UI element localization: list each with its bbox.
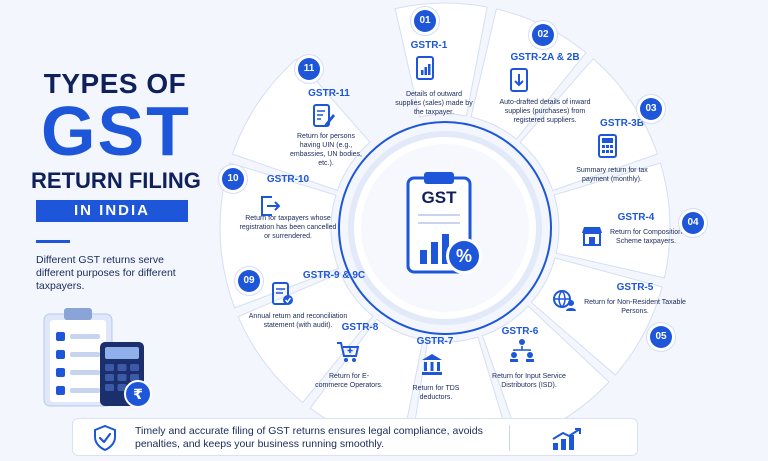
wheel-segment — [530, 257, 663, 376]
inner-ring — [338, 121, 552, 335]
svg-text:₹: ₹ — [133, 387, 143, 403]
return-number-badge: 09 — [238, 270, 260, 292]
percent-badge: % — [446, 238, 482, 274]
document-download-icon — [510, 68, 528, 92]
banner-separator — [509, 425, 510, 451]
return-description: Details of outward supplies (sales) made… — [395, 91, 473, 116]
return-number-badge: 10 — [222, 168, 244, 190]
title-in-india: IN INDIA — [36, 200, 188, 222]
document-exit-icon — [261, 196, 281, 216]
return-name: GSTR-10 — [266, 174, 310, 185]
bottom-banner: Timely and accurate filing of GST return… — [72, 418, 638, 456]
wheel-segment — [519, 58, 659, 192]
left-description: Different GST returns serve different pu… — [36, 254, 176, 292]
return-description: Auto-drafted details of inward supplies … — [499, 99, 591, 124]
return-description: Annual return and reconciliation stateme… — [248, 313, 348, 329]
title-return-filing: RETURN FILING — [31, 168, 201, 193]
center-gst-label: GST — [421, 188, 457, 207]
return-description: Return for Composition Scheme taxpayers. — [610, 229, 682, 245]
accent-rule — [36, 240, 70, 243]
calculator-icon — [598, 134, 617, 158]
return-description: Return for TDS deductors. — [412, 385, 460, 401]
return-name: GSTR-5 — [616, 282, 654, 293]
return-number-badge: 02 — [532, 24, 554, 46]
return-name: GSTR-8 — [341, 322, 379, 333]
return-description: Summary return for tax payment (monthly)… — [576, 167, 648, 183]
return-name: GSTR-7 — [416, 336, 454, 347]
shop-icon — [582, 227, 602, 246]
clipboard-checklist-icon — [43, 308, 113, 407]
return-name: GSTR-1 — [410, 40, 448, 51]
return-number-badge: 11 — [298, 58, 320, 80]
return-description: Return for E-commerce Operators. — [315, 373, 383, 389]
return-description: Return for persons having UIN (e.g., emb… — [290, 133, 362, 167]
return-description: Return for taxpayers whose registration … — [239, 215, 337, 240]
wheel-segment — [394, 2, 488, 118]
title-gst: GST — [41, 92, 191, 170]
cart-icon — [337, 342, 360, 362]
shield-check-icon — [94, 425, 116, 451]
growth-chart-icon — [552, 428, 581, 450]
globe-person-icon — [553, 290, 576, 311]
wheel-segment — [553, 162, 671, 279]
document-chart-icon — [416, 56, 434, 80]
return-name: GSTR-9 & 9C — [302, 270, 366, 281]
banner-text: Timely and accurate filing of GST return… — [135, 425, 483, 450]
return-number-badge: 03 — [640, 98, 662, 120]
calculator-rupee-icon: ₹ — [100, 342, 152, 408]
return-description: Return for Non-Resident Taxable Persons. — [584, 299, 686, 315]
return-number-badge: 05 — [650, 326, 672, 348]
center-gst-rule — [418, 214, 460, 216]
center-gst-rule — [418, 222, 460, 224]
document-check-icon — [272, 282, 293, 305]
wheel-segment — [237, 272, 374, 404]
return-description: Return for Input Service Distributors (I… — [492, 373, 566, 389]
return-name: GSTR-4 — [617, 212, 655, 223]
bank-icon — [422, 354, 442, 375]
wheel-segment — [231, 58, 371, 192]
wheel-segment — [470, 8, 587, 140]
return-name: GSTR-6 — [501, 326, 539, 337]
document-pen-icon — [313, 104, 335, 127]
network-people-icon — [510, 339, 534, 362]
return-name: GSTR-3B — [600, 118, 644, 129]
return-number-badge: 01 — [414, 10, 436, 32]
return-name: GSTR-2A & 2B — [510, 52, 580, 63]
percent-symbol: % — [455, 246, 472, 266]
title-types-of: TYPES OF — [43, 68, 187, 99]
return-number-badge: 04 — [682, 212, 704, 234]
return-name: GSTR-11 — [308, 88, 350, 99]
